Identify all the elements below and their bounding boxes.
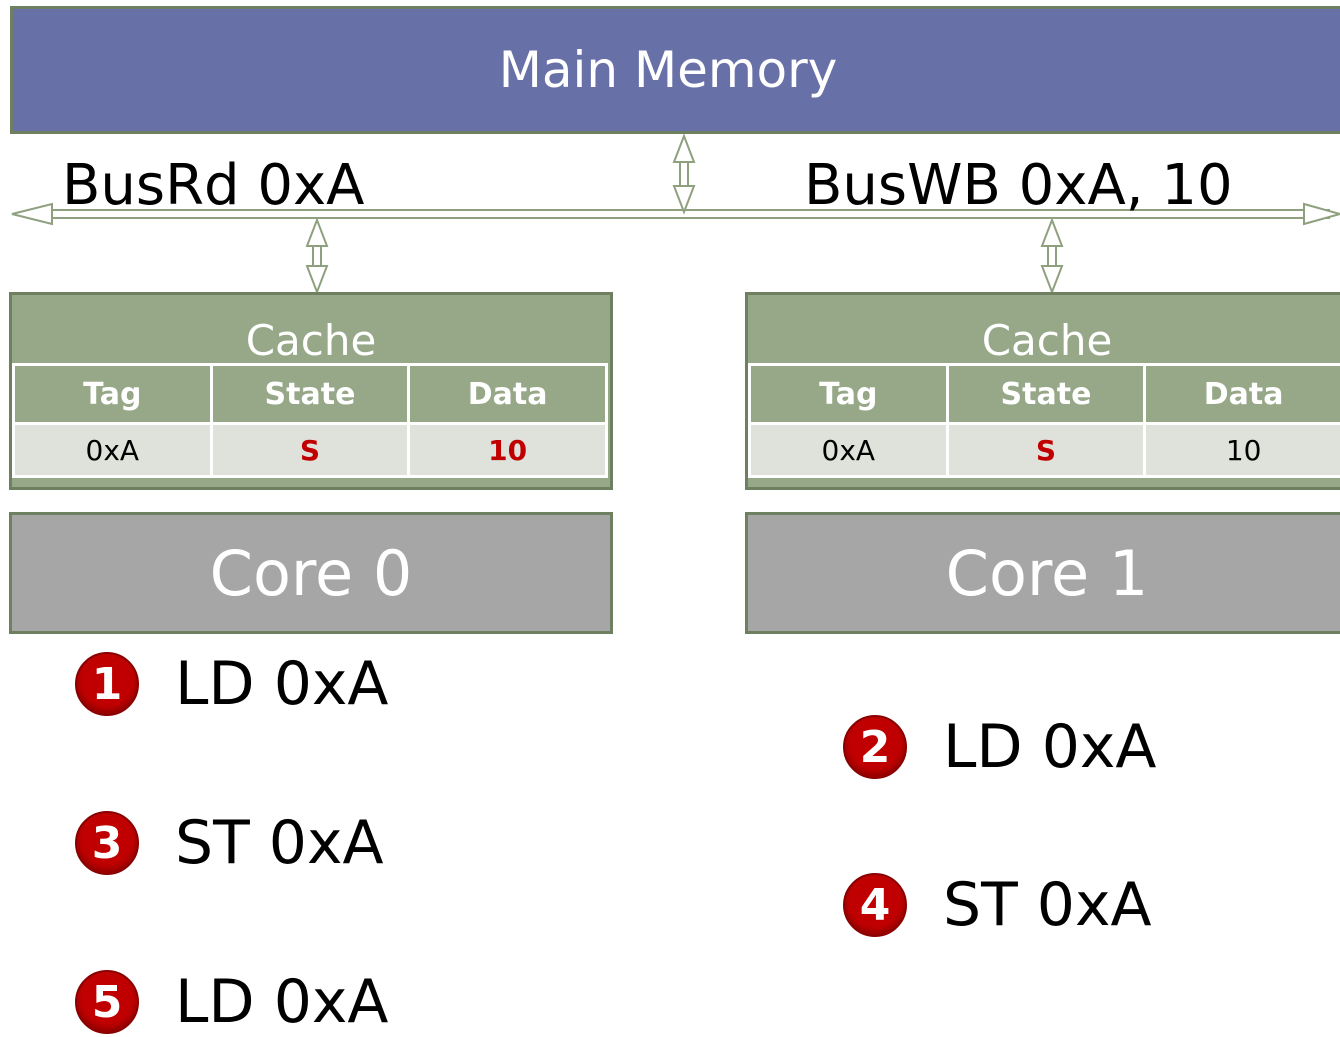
cache-title: Cache	[12, 295, 610, 363]
step-instruction: LD 0xA	[175, 654, 388, 714]
header-tag: Tag	[750, 365, 948, 424]
core-1-box: Core 1	[745, 512, 1340, 634]
step-number-badge: 1	[75, 652, 139, 716]
header-state: State	[211, 365, 409, 424]
cache1-bus-connector-arrow	[1042, 220, 1062, 292]
main-memory-box: Main Memory	[10, 6, 1340, 134]
step-number-badge: 2	[843, 715, 907, 779]
step-1: 1 LD 0xA	[75, 652, 388, 716]
step-5: 5 LD 0xA	[75, 970, 388, 1034]
step-number-badge: 5	[75, 970, 139, 1034]
cell-tag: 0xA	[750, 424, 948, 477]
step-4: 4 ST 0xA	[843, 873, 1152, 937]
main-memory-label: Main Memory	[499, 41, 838, 99]
step-instruction: ST 0xA	[943, 875, 1152, 935]
bus-label-busrd: BusRd 0xA	[62, 158, 364, 214]
memory-bus-connector-arrow	[674, 136, 694, 212]
step-3: 3 ST 0xA	[75, 811, 384, 875]
step-instruction: ST 0xA	[175, 813, 384, 873]
step-2: 2 LD 0xA	[843, 715, 1156, 779]
core-0-box: Core 0	[9, 512, 613, 634]
cell-data: 10	[1145, 424, 1340, 477]
cache-header-row: Tag State Data	[750, 365, 1340, 424]
core-label: Core 0	[210, 537, 413, 610]
step-instruction: LD 0xA	[175, 972, 388, 1032]
header-data: Data	[1145, 365, 1340, 424]
cell-data: 10	[409, 424, 607, 477]
cache-table: Tag State Data 0xA S 10	[12, 363, 608, 478]
cache-core1: Cache Tag State Data 0xA S 10	[745, 292, 1340, 490]
cache-header-row: Tag State Data	[14, 365, 607, 424]
cell-state: S	[211, 424, 409, 477]
step-instruction: LD 0xA	[943, 717, 1156, 777]
step-number-badge: 3	[75, 811, 139, 875]
core-label: Core 1	[946, 537, 1149, 610]
step-number-badge: 4	[843, 873, 907, 937]
cache-line-row: 0xA S 10	[14, 424, 607, 477]
header-tag: Tag	[14, 365, 212, 424]
bus-label-buswb: BusWB 0xA, 10	[804, 158, 1233, 214]
cache0-bus-connector-arrow	[307, 220, 327, 292]
header-data: Data	[409, 365, 607, 424]
cell-tag: 0xA	[14, 424, 212, 477]
cell-state: S	[947, 424, 1145, 477]
cache-line-row: 0xA S 10	[750, 424, 1340, 477]
cache-core0: Cache Tag State Data 0xA S 10	[9, 292, 613, 490]
cache-title: Cache	[748, 295, 1340, 363]
header-state: State	[947, 365, 1145, 424]
cache-table: Tag State Data 0xA S 10	[748, 363, 1340, 478]
